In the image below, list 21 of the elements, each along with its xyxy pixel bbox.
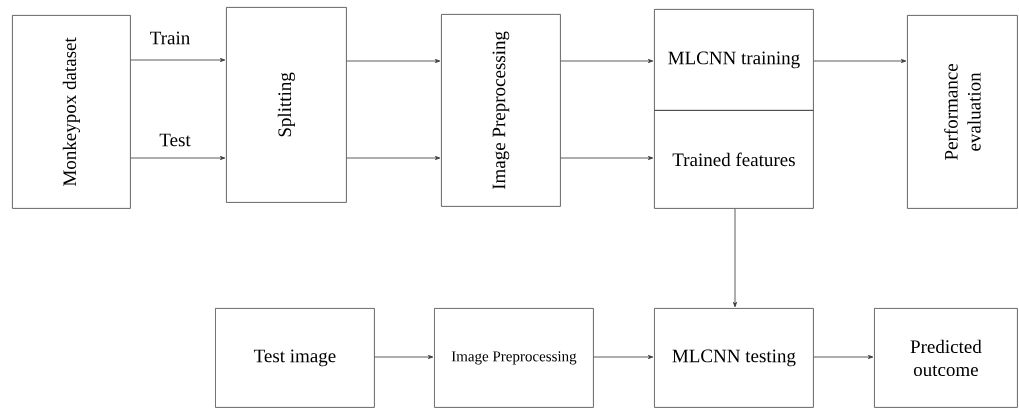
process-box: MLCNN testing — [654, 308, 814, 408]
process-box: Monkeypox dataset — [12, 15, 131, 209]
process-box: MLCNN training — [654, 9, 814, 111]
process-box: Test image — [215, 308, 375, 408]
process-box: Predicted outcome — [874, 308, 1018, 408]
process-box: Splitting — [226, 7, 347, 203]
process-box: Image Preprocessing — [441, 14, 561, 207]
arrow — [733, 208, 737, 308]
process-box: Trained features — [654, 110, 814, 209]
arrow — [593, 355, 654, 359]
arrow — [813, 355, 874, 359]
arrow — [130, 58, 226, 62]
arrow — [813, 59, 907, 63]
arrow — [346, 59, 441, 63]
arrow — [560, 156, 654, 160]
arrow — [346, 156, 441, 160]
arrow — [130, 156, 226, 160]
process-box: Performance evaluation — [907, 15, 1018, 209]
arrow — [374, 355, 434, 359]
arrow — [560, 59, 654, 63]
process-box: Image Preprocessing — [434, 308, 594, 408]
